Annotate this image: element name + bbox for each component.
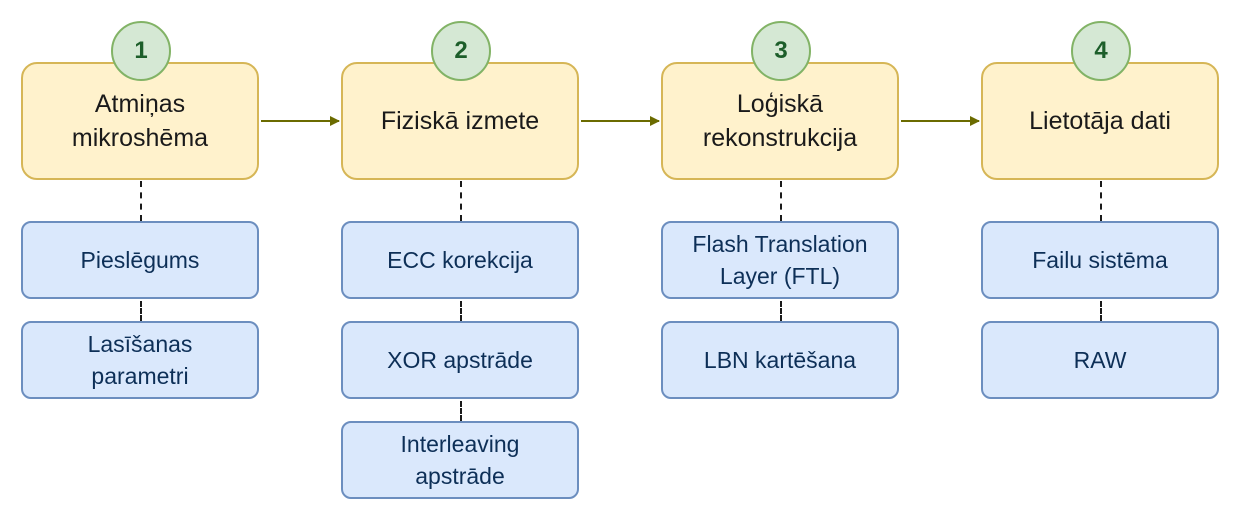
stage-number: 3 bbox=[774, 37, 788, 64]
connector bbox=[460, 401, 462, 421]
connector bbox=[1100, 301, 1102, 321]
stage-box-1: Atmiņas mikroshēma bbox=[21, 62, 259, 180]
connector bbox=[460, 181, 462, 221]
detail-label: ECC korekcija bbox=[387, 247, 533, 273]
detail-box: ECC korekcija bbox=[341, 221, 579, 299]
detail-label: Pieslēgums bbox=[80, 247, 200, 273]
connector bbox=[780, 301, 782, 321]
stage-title: Lietotāja dati bbox=[1029, 107, 1171, 135]
connector bbox=[140, 301, 142, 321]
detail-label: XOR apstrāde bbox=[387, 347, 533, 373]
detail-box: XOR apstrāde bbox=[341, 321, 579, 399]
connector bbox=[1100, 181, 1102, 221]
connector bbox=[780, 181, 782, 221]
stage-number: 2 bbox=[454, 37, 468, 64]
detail-label: Failu sistēma bbox=[1032, 247, 1168, 273]
detail-box: Lasīšanas parametri bbox=[21, 321, 259, 399]
detail-label: Lasīšanas parametri bbox=[87, 331, 193, 389]
stage-number: 1 bbox=[134, 37, 148, 64]
connector bbox=[460, 301, 462, 321]
stage-title: Atmiņas mikroshēma bbox=[71, 90, 209, 152]
detail-box: Interleaving apstrāde bbox=[341, 421, 579, 499]
detail-label: LBN kartēšana bbox=[703, 347, 857, 373]
stage-title: Loģiskā rekonstrukcija bbox=[702, 90, 858, 152]
detail-box: Flash Translation Layer (FTL) bbox=[661, 221, 899, 299]
detail-box: Failu sistēma bbox=[981, 221, 1219, 299]
detail-label: Flash Translation Layer (FTL) bbox=[692, 231, 868, 289]
detail-label: RAW bbox=[1073, 347, 1127, 373]
detail-label: Interleaving apstrāde bbox=[400, 431, 520, 489]
stage-number-badge-3: 3 bbox=[751, 21, 811, 81]
detail-box: RAW bbox=[981, 321, 1219, 399]
stage-number-badge-4: 4 bbox=[1071, 21, 1131, 81]
stage-number: 4 bbox=[1094, 37, 1108, 64]
connector bbox=[140, 181, 142, 221]
stage-number-badge-2: 2 bbox=[431, 21, 491, 81]
stage-number-badge-1: 1 bbox=[111, 21, 171, 81]
stage-title: Fiziskā izmete bbox=[380, 107, 540, 135]
stage-box-4: Lietotāja dati bbox=[981, 62, 1219, 180]
detail-box: LBN kartēšana bbox=[661, 321, 899, 399]
stage-box-3: Loģiskā rekonstrukcija bbox=[661, 62, 899, 180]
detail-box: Pieslēgums bbox=[21, 221, 259, 299]
